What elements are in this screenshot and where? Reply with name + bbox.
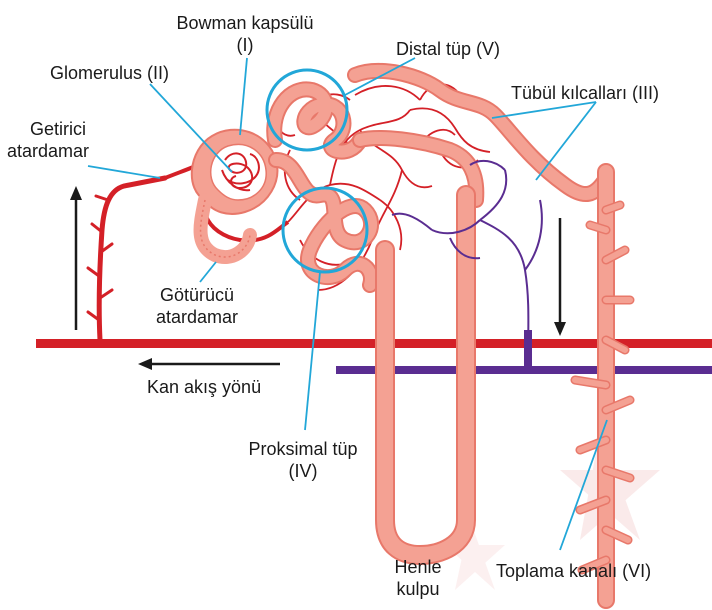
- vein-connector: [524, 330, 532, 370]
- label-afferent-artery: Getirici atardamar: [7, 118, 109, 162]
- label-glomerulus: Glomerulus (II): [50, 62, 169, 84]
- label-distal-tube: Distal tüp (V): [396, 38, 500, 60]
- label-tubule-capillaries: Tübül kılcalları (III): [511, 82, 659, 104]
- label-bowman-capsule: Bowman kapsülü(I): [150, 12, 340, 56]
- label-blood-flow-direction: Kan akış yönü: [147, 376, 261, 398]
- henle-loop: [385, 195, 466, 555]
- label-proximal-tube: Proksimal tüp(IV): [228, 438, 378, 482]
- label-collecting-duct: Toplama kanalı (VI): [496, 560, 651, 582]
